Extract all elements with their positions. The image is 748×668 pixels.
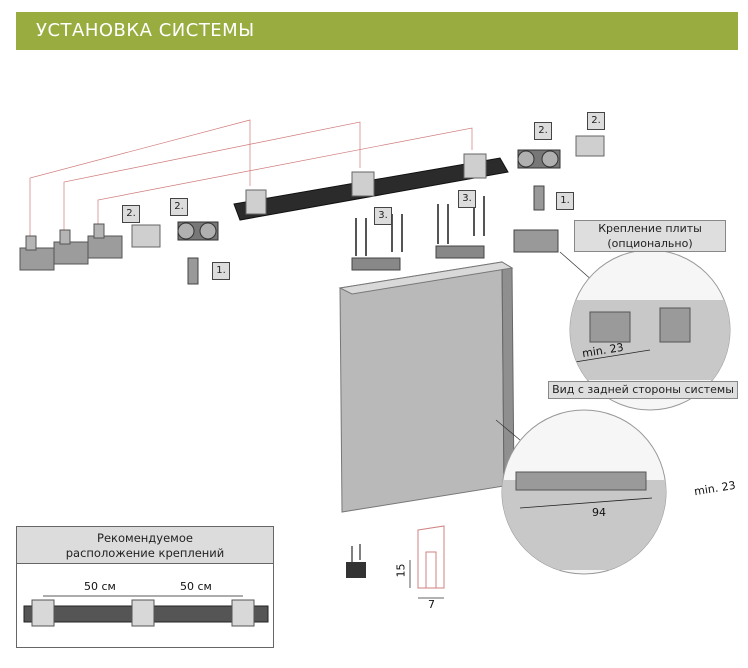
end-stop-right [575, 135, 605, 157]
floor-guide [346, 544, 366, 578]
rear-view-label: Вид с задней стороны системы [548, 381, 738, 399]
page-header: УСТАНОВКА СИСТЕМЫ [16, 12, 738, 50]
roller-left [177, 221, 219, 285]
dimension-94: 94 [592, 506, 606, 519]
step-label: 2. [122, 205, 140, 223]
dimension-7: 7 [428, 598, 435, 611]
wall-bracket-1 [19, 235, 55, 271]
screws-left [355, 214, 403, 256]
spacing-right: 50 см [180, 580, 212, 593]
leader-lines [29, 119, 473, 238]
page-title: УСТАНОВКА СИСТЕМЫ [36, 20, 255, 41]
detail-clip-spacing [501, 409, 667, 575]
end-stop-left [131, 224, 161, 248]
step-label: 1. [212, 262, 230, 280]
recommendation-title: Рекомендуемое расположение креплений [17, 527, 273, 564]
step-label: 2. [534, 122, 552, 140]
panel-mount-bracket [513, 229, 559, 253]
panel-clip-right [435, 245, 485, 259]
step-label: 3. [458, 190, 476, 208]
door-panel [338, 261, 515, 513]
step-label: 2. [170, 198, 188, 216]
detail-rear-view [569, 249, 731, 411]
spacing-left: 50 см [84, 580, 116, 593]
panel-mount-label: Крепление плиты (опционально) [574, 220, 726, 252]
step-label: 3. [374, 207, 392, 225]
step-label: 1. [556, 192, 574, 210]
dimension-15: 15 [394, 563, 408, 578]
step-label: 2. [587, 112, 605, 130]
roller-right [517, 149, 561, 211]
wall-bracket-3 [87, 223, 123, 259]
recommendation-rail [23, 595, 269, 627]
recommendation-panel: Рекомендуемое расположение креплений [16, 526, 274, 648]
wall-bracket-2 [53, 229, 89, 265]
floor-profile [409, 525, 445, 599]
rail [233, 153, 509, 221]
leader-detail-bottom [495, 419, 521, 441]
panel-clip-left [351, 257, 401, 271]
